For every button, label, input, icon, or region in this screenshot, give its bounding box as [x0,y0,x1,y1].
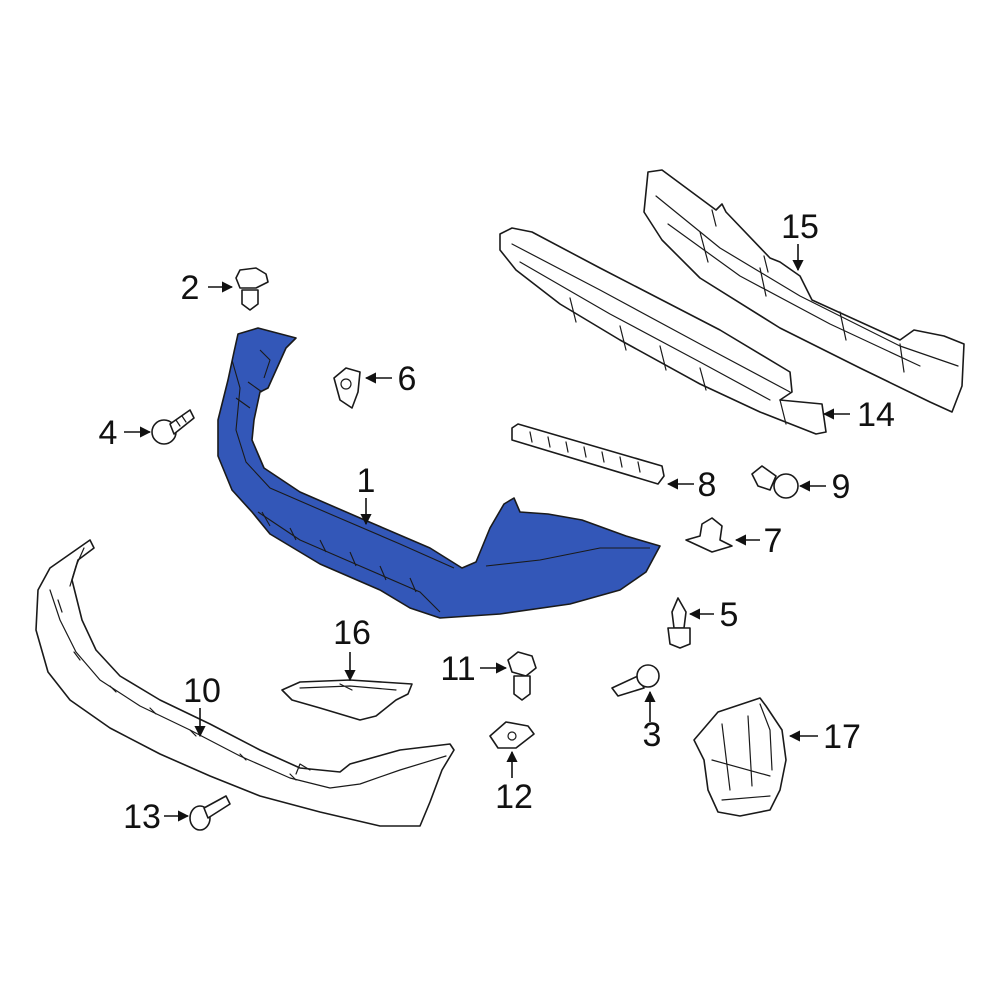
callout-3: 3 [643,716,662,754]
callout-1: 1 [357,462,376,500]
part-15-absorber[interactable] [643,169,965,413]
callout-16: 16 [333,614,371,652]
leader-lines [124,244,850,822]
callout-11: 11 [440,650,475,688]
callout-15: 15 [781,208,819,246]
callout-12: 12 [495,778,533,816]
part-16-bracket[interactable] [281,679,413,721]
callout-6: 6 [398,360,417,398]
callout-13: 13 [123,798,161,836]
callout-7: 7 [764,522,783,560]
part-6-clip[interactable] [333,367,361,409]
callout-4: 4 [99,414,118,452]
part-7-nut[interactable] [685,517,733,553]
part-17-deflector[interactable] [693,697,787,817]
callout-17: 17 [823,718,861,756]
part-10-valance[interactable] [35,539,455,827]
callout-8: 8 [698,466,717,504]
part-8-strip[interactable] [511,423,665,485]
part-4-screw[interactable] [151,409,195,445]
callout-labels: 1 2 3 4 5 6 7 8 9 10 11 12 13 14 15 16 1… [99,208,895,836]
callout-14: 14 [857,396,895,434]
bumper-cover-highlight[interactable] [217,327,661,619]
part-13-pin[interactable] [189,795,231,831]
part-1-bumper-cover[interactable] [217,327,661,619]
callout-2: 2 [181,269,200,307]
part-14-reinforcement[interactable] [499,227,827,435]
part-11-bolt[interactable] [507,651,537,701]
part-2-push-pin[interactable] [235,267,269,311]
part-9-bolt[interactable] [751,465,799,499]
part-12-nut[interactable] [489,721,535,749]
part-5-pin[interactable] [667,597,691,649]
callout-9: 9 [832,468,851,506]
callout-5: 5 [720,596,739,634]
callout-10: 10 [183,672,221,710]
part-3-screw[interactable] [611,664,660,697]
